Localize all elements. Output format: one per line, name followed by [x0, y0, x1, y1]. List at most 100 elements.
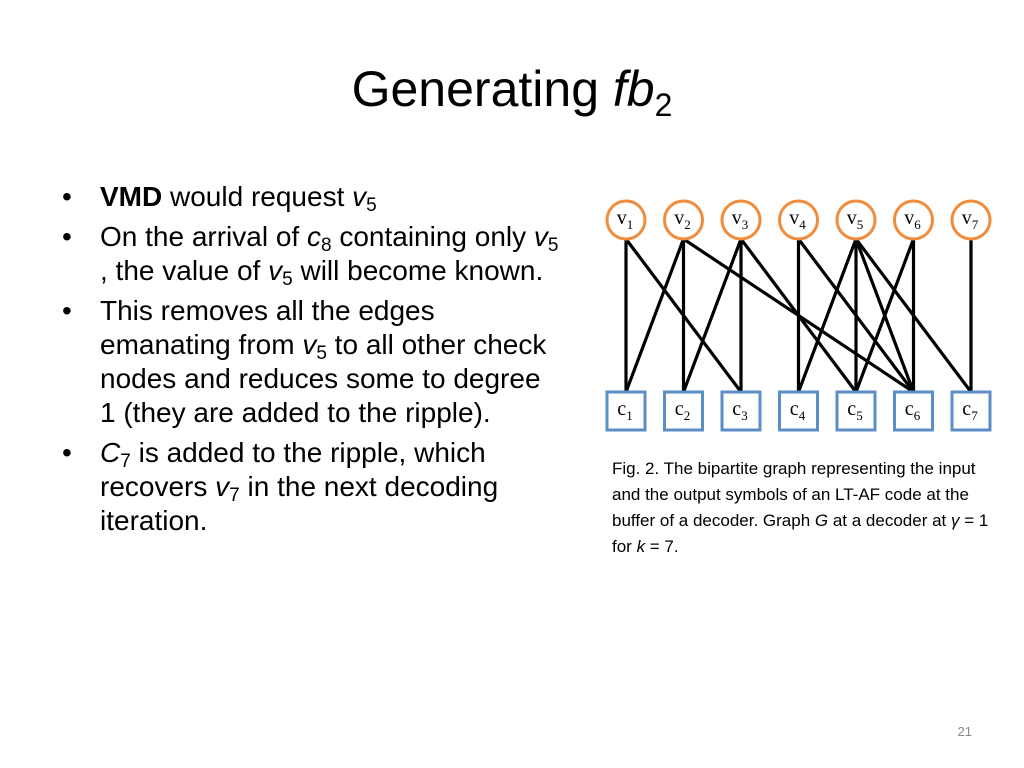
bullet-item: •C7 is added to the ripple, which recove… — [60, 436, 560, 538]
node-letter: v — [674, 207, 684, 229]
input-node: v5 — [835, 199, 877, 241]
graph-edge — [854, 237, 916, 394]
input-node: v4 — [778, 199, 819, 241]
check-node-label: c2 — [675, 398, 690, 423]
text-run: c — [306, 221, 321, 252]
node-letter: c — [732, 398, 741, 420]
node-letter: c — [847, 398, 856, 420]
bullet-dot-icon: • — [62, 221, 72, 252]
input-node-circle — [778, 199, 819, 241]
check-node-box — [605, 390, 647, 432]
text-run: , the value of — [100, 255, 269, 286]
check-node: c7 — [950, 390, 992, 432]
text-run: 5 — [366, 195, 377, 216]
input-node-label: v3 — [732, 207, 749, 232]
node-letter: c — [790, 398, 799, 420]
text-run: Fig. 2. The bipartite graph representing… — [612, 459, 976, 530]
bullet-list: •VMD would request v5 •On the arrival of … — [60, 180, 560, 544]
figure-caption: Fig. 2. The bipartite graph representing… — [612, 456, 992, 560]
bullet-dot-icon: • — [62, 181, 72, 212]
node-index: 1 — [627, 217, 634, 232]
text-run: v — [215, 471, 230, 502]
check-node-label: c3 — [732, 398, 747, 423]
text-run: This removes all the edges emanating fro… — [100, 295, 435, 360]
node-index: 3 — [742, 217, 749, 232]
text-run: γ — [951, 511, 960, 530]
text-run: in the next decoding iteration. — [100, 471, 499, 536]
bullet-item: •VMD would request v5 — [60, 180, 560, 216]
graph-edge — [624, 237, 686, 394]
text-run: = 7. — [645, 537, 679, 556]
text-run: C — [100, 437, 121, 468]
check-node-label: c6 — [905, 398, 921, 423]
input-node-label: v2 — [674, 207, 691, 232]
text-run: is added to the ripple, which recovers — [100, 437, 486, 502]
input-node-circle — [605, 199, 647, 241]
check-node: c2 — [663, 390, 704, 432]
text-run: 7 — [229, 485, 240, 506]
input-node-circle — [950, 199, 992, 241]
check-node-label: c7 — [962, 398, 978, 423]
node-letter: v — [789, 207, 799, 229]
input-node-circle — [835, 199, 877, 241]
text-run: k — [636, 537, 646, 556]
node-index: 6 — [914, 408, 921, 423]
text-run: v — [352, 181, 367, 212]
node-index: 7 — [971, 408, 978, 423]
node-index: 4 — [799, 217, 806, 232]
input-node: v3 — [720, 199, 762, 241]
text-run: 7 — [120, 451, 131, 472]
node-letter: v — [904, 207, 914, 229]
check-node-box — [835, 390, 877, 432]
input-node: v6 — [893, 199, 934, 241]
bullet-dot-icon: • — [62, 437, 72, 468]
check-node-box — [720, 390, 762, 432]
slide-title: Generating fb2 — [0, 62, 1024, 123]
text-run: G — [814, 511, 829, 530]
text-run: v — [302, 329, 317, 360]
input-node-circle — [893, 199, 934, 241]
text-run: would request — [162, 181, 353, 212]
check-node: c3 — [720, 390, 762, 432]
input-node: v7 — [950, 199, 992, 241]
node-index: 5 — [856, 408, 863, 423]
input-node-circle — [663, 199, 704, 241]
node-index: 2 — [684, 217, 691, 232]
text-run: to all other check nodes and reduces som… — [100, 329, 547, 428]
input-node: v1 — [605, 199, 647, 241]
node-index: 4 — [799, 408, 806, 423]
node-letter: v — [617, 207, 627, 229]
bullet-dot-icon: • — [62, 295, 72, 326]
check-node-box — [778, 390, 819, 432]
node-letter: c — [675, 398, 684, 420]
bullet-item: •On the arrival of c8 containing only v5… — [60, 220, 560, 290]
check-node: c4 — [778, 390, 819, 432]
check-node-label: c4 — [790, 398, 806, 423]
text-run: = 1 for — [612, 511, 989, 556]
node-letter: c — [905, 398, 914, 420]
check-node-box — [663, 390, 704, 432]
input-node-label: v1 — [617, 207, 634, 232]
input-node-label: v7 — [962, 207, 979, 232]
title-fb: fb — [612, 61, 655, 117]
input-node: v2 — [663, 199, 704, 241]
text-run: 5 — [316, 343, 327, 364]
node-index: 6 — [914, 217, 921, 232]
text-run: 5 — [282, 269, 293, 290]
text-run: v — [268, 255, 283, 286]
node-index: 7 — [972, 217, 979, 232]
node-index: 5 — [857, 217, 864, 232]
check-node-label: c5 — [847, 398, 862, 423]
slide-number: 21 — [957, 724, 972, 739]
text-run: at a decoder at — [828, 511, 951, 530]
node-index: 1 — [626, 408, 633, 423]
input-node-label: v5 — [847, 207, 864, 232]
check-node: c5 — [835, 390, 877, 432]
input-node-label: v4 — [789, 207, 806, 232]
check-node-box — [950, 390, 992, 432]
node-letter: v — [847, 207, 857, 229]
node-index: 3 — [741, 408, 748, 423]
bullet-item: • This removes all the edges emanating fr… — [60, 294, 560, 430]
